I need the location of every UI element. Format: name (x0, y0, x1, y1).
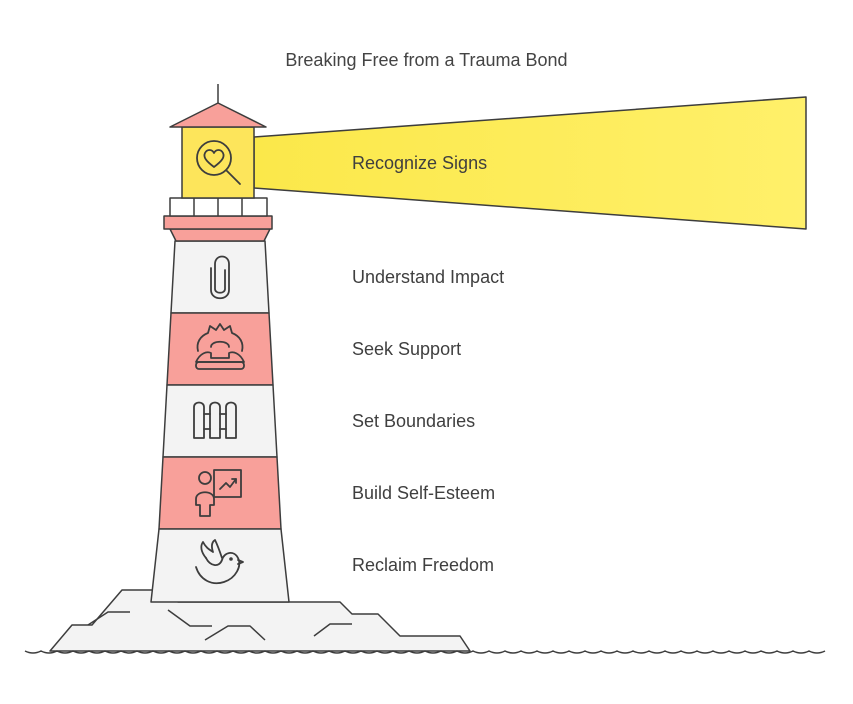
tower-stripe-5 (150, 528, 290, 603)
tower-stripe-1 (170, 240, 270, 314)
presenter-growth-icon (195, 469, 242, 517)
paperclip-icon (210, 255, 230, 300)
diagram-title: Breaking Free from a Trauma Bond (285, 50, 568, 70)
step-label-build-self-esteem: Build Self-Esteem (352, 483, 496, 503)
gallery (163, 197, 273, 242)
rocks (49, 589, 471, 652)
roof (169, 84, 267, 128)
light-beam (253, 96, 807, 230)
tower-stripe-4 (158, 456, 282, 530)
dove-icon (195, 539, 244, 585)
step-label-set-boundaries: Set Boundaries (352, 411, 476, 431)
step-label-recognize-signs: Recognize Signs (352, 153, 488, 173)
step-label-seek-support: Seek Support (352, 339, 462, 359)
tower (150, 240, 290, 603)
step-label-understand-impact: Understand Impact (352, 267, 505, 287)
lamp-room (181, 126, 255, 199)
fence-icon (193, 401, 237, 439)
heart-magnifier-icon (196, 140, 241, 185)
step-label-reclaim-freedom: Reclaim Freedom (352, 555, 495, 575)
water-line (24, 650, 826, 654)
support-phone-icon (195, 323, 245, 370)
